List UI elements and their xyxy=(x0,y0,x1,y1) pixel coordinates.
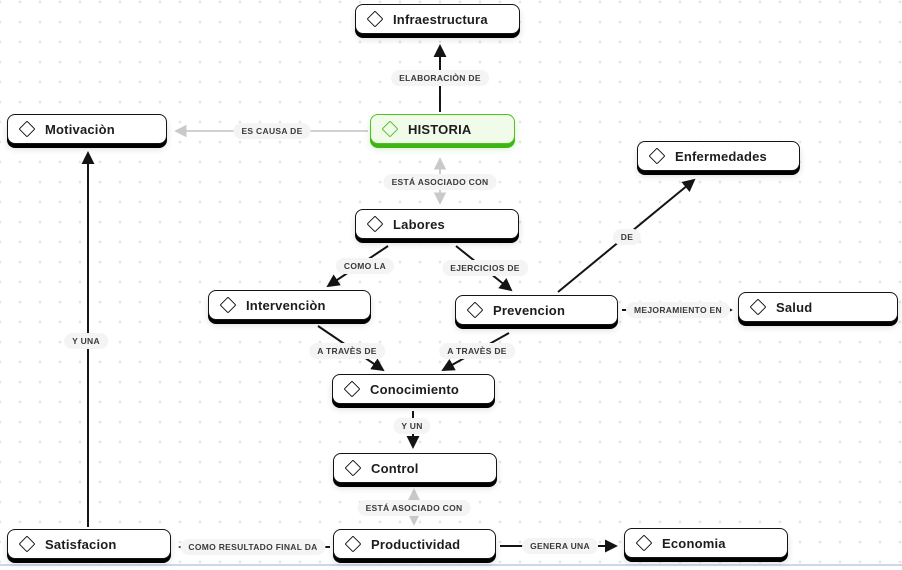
edge-label-elaboracion-de[interactable]: ELABORACIÒN DE xyxy=(391,70,489,86)
node-label: Motivaciòn xyxy=(45,121,115,137)
node-label: Productividad xyxy=(371,536,461,552)
edge-label-a-traves-de-right[interactable]: A TRAVÈS DE xyxy=(439,343,515,359)
diamond-icon xyxy=(366,215,384,233)
edge-label-como-la[interactable]: COMO LA xyxy=(335,258,395,274)
diamond-icon xyxy=(366,10,384,28)
diamond-icon xyxy=(344,535,362,553)
node-label: HISTORIA xyxy=(408,121,472,137)
canvas-bottom-rule xyxy=(0,564,902,566)
node-productividad[interactable]: Productividad xyxy=(333,529,496,559)
edge-label-a-traves-de-left[interactable]: A TRAVÈS DE xyxy=(309,343,385,359)
edge-label-esta-asociado-con-top[interactable]: ESTÁ ASOCIADO CON xyxy=(383,174,497,190)
diamond-icon xyxy=(648,147,666,165)
edge-label-es-causa-de[interactable]: ES CAUSA DE xyxy=(233,123,311,139)
node-motivacion[interactable]: Motivaciòn xyxy=(7,114,167,144)
edge-label-y-una[interactable]: Y UNA xyxy=(64,333,108,349)
node-label: Infraestructura xyxy=(393,11,488,27)
edge-label-como-resultado-final-da[interactable]: COMO RESULTADO FINAL DA xyxy=(180,539,326,555)
diamond-icon xyxy=(219,296,237,314)
node-label: Salud xyxy=(776,299,813,315)
node-enfermedades[interactable]: Enfermedades xyxy=(637,141,800,171)
edge-label-ejercicios-de[interactable]: EJERCICIOS DE xyxy=(442,260,528,276)
node-label: Conocimiento xyxy=(370,381,460,397)
edge-label-de[interactable]: DE xyxy=(612,229,642,245)
node-label: Intervenciòn xyxy=(246,297,326,313)
diamond-icon xyxy=(343,380,361,398)
node-label: Control xyxy=(371,460,419,476)
node-label: Satisfacion xyxy=(45,536,117,552)
edge-label-y-un[interactable]: Y UN xyxy=(393,418,431,434)
node-infraestructura[interactable]: Infraestructura xyxy=(355,4,520,34)
node-label: Enfermedades xyxy=(675,148,767,164)
node-prevencion[interactable]: Prevencion xyxy=(455,295,618,325)
node-labores[interactable]: Labores xyxy=(355,209,519,239)
node-conocimiento[interactable]: Conocimiento xyxy=(332,374,495,404)
edge-label-mejoramiento-en[interactable]: MEJORAMIENTO EN xyxy=(626,302,730,318)
node-economia[interactable]: Economia xyxy=(624,528,788,558)
edge-label-esta-asociado-con-bottom[interactable]: ESTÁ ASOCIADO CON xyxy=(357,500,471,516)
edge-label-genera-una[interactable]: GENERA UNA xyxy=(522,538,598,554)
node-label: Labores xyxy=(393,216,445,232)
node-intervencion[interactable]: Intervenciòn xyxy=(208,290,371,320)
node-label: Economia xyxy=(662,535,726,551)
node-salud[interactable]: Salud xyxy=(738,292,898,322)
diamond-icon xyxy=(344,459,362,477)
diamond-icon xyxy=(18,535,36,553)
diamond-icon xyxy=(381,120,399,138)
node-historia[interactable]: HISTORIA xyxy=(370,114,515,144)
diamond-icon xyxy=(466,301,484,319)
node-satisfacion[interactable]: Satisfacion xyxy=(7,529,171,559)
diamond-icon xyxy=(18,120,36,138)
diamond-icon xyxy=(635,534,653,552)
node-control[interactable]: Control xyxy=(333,453,497,483)
node-label: Prevencion xyxy=(493,302,566,318)
diamond-icon xyxy=(749,298,767,316)
